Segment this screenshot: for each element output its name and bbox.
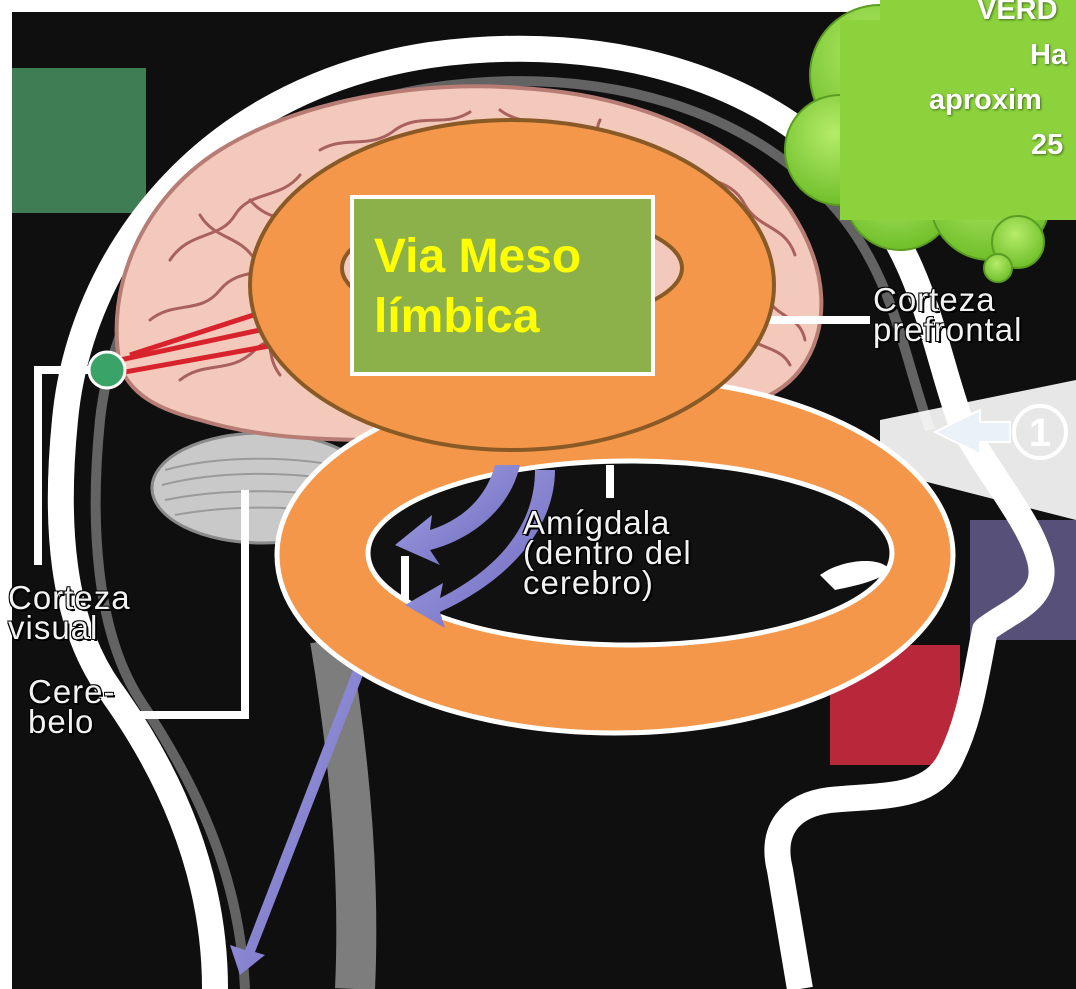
cloud-line-1: VERD xyxy=(977,0,1058,26)
label-cerebelo: Cere- belo xyxy=(28,673,116,740)
green-square xyxy=(12,68,146,213)
label-corteza-prefrontal: Corteza prefrontal xyxy=(873,281,1023,348)
label-corteza-prefrontal-line-1: Corteza xyxy=(873,281,996,318)
label-corteza-visual-line-2: visual xyxy=(8,609,99,646)
label-amygdala-line-1: Amígdala xyxy=(523,504,671,541)
cloud-line-2: Ha xyxy=(1030,39,1068,71)
neck-glow xyxy=(310,636,377,989)
mesolimbic-callout: Via Meso límbica xyxy=(350,195,655,376)
callout-line-1: Via Meso xyxy=(374,230,582,283)
ring-hole-content xyxy=(395,465,890,628)
label-cerebelo-line-1: Cere- xyxy=(28,673,116,710)
light-wedge xyxy=(880,380,1076,520)
thought-cloud xyxy=(784,0,1076,261)
label-amygdala: Amígdala (dentro del cerebro) xyxy=(523,504,692,601)
thought-cloud-text: VERD Ha aproxim 25 xyxy=(905,0,1076,168)
label-corteza-prefrontal-line-2: prefrontal xyxy=(873,311,1023,348)
callout-line-2: límbica xyxy=(374,290,540,343)
label-amygdala-line-2: (dentro del xyxy=(523,534,692,571)
thought-bubble-small xyxy=(983,253,1013,283)
cloud-line-4: 25 xyxy=(1031,129,1064,161)
label-cerebelo-line-2: belo xyxy=(28,703,95,740)
cloud-line-3: aproxim xyxy=(929,84,1042,116)
label-amygdala-line-3: cerebro) xyxy=(523,564,654,601)
label-corteza-visual-line-1: Corteza xyxy=(8,579,131,616)
label-corteza-visual: Corteza visual xyxy=(8,579,131,646)
visual-cortex-node xyxy=(87,350,127,390)
